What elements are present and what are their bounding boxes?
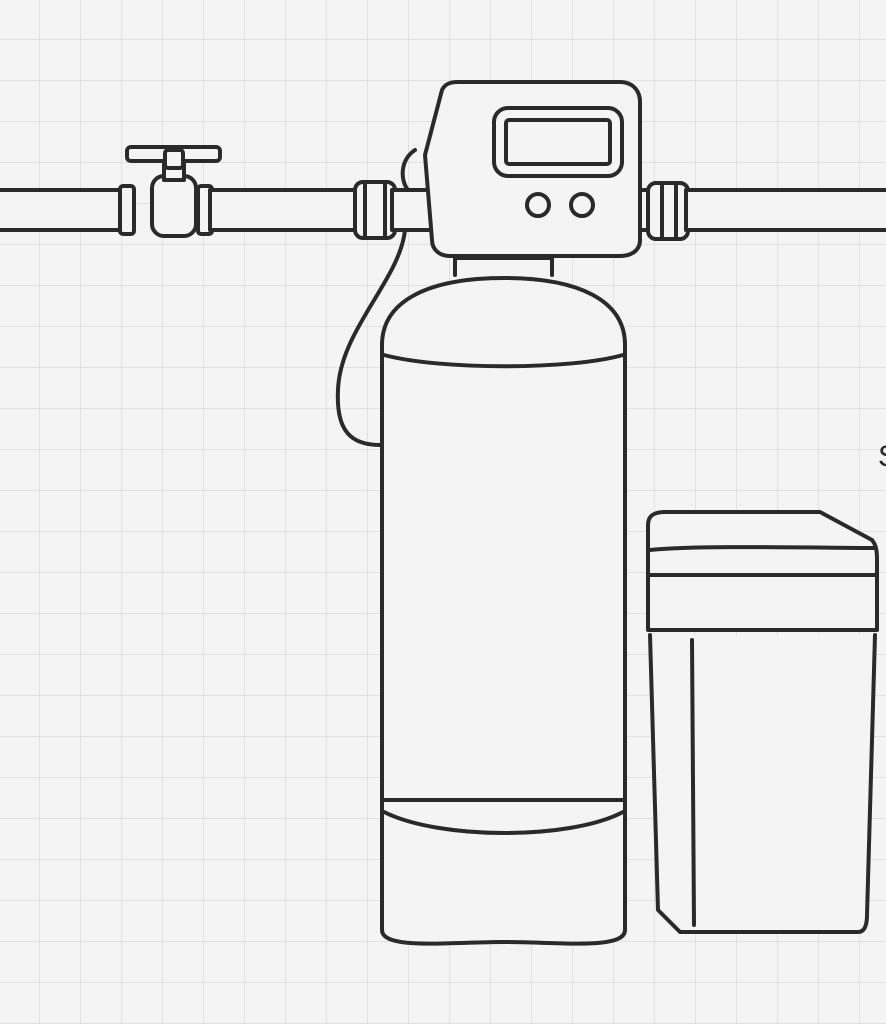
drain-hose bbox=[335, 148, 417, 447]
control-valve-head bbox=[423, 80, 642, 258]
shutoff-valve[interactable] bbox=[125, 145, 222, 238]
resin-tank bbox=[380, 276, 627, 946]
control-button-2[interactable] bbox=[569, 192, 595, 218]
brine-tank bbox=[646, 510, 879, 934]
control-button-1[interactable] bbox=[525, 192, 551, 218]
outlet-pipe bbox=[638, 181, 886, 241]
tank-neck bbox=[453, 256, 554, 277]
edge-label-text: S bbox=[878, 440, 886, 474]
inlet-coupling bbox=[353, 180, 434, 240]
display-screen bbox=[504, 118, 612, 166]
inlet-pipe bbox=[0, 184, 362, 236]
